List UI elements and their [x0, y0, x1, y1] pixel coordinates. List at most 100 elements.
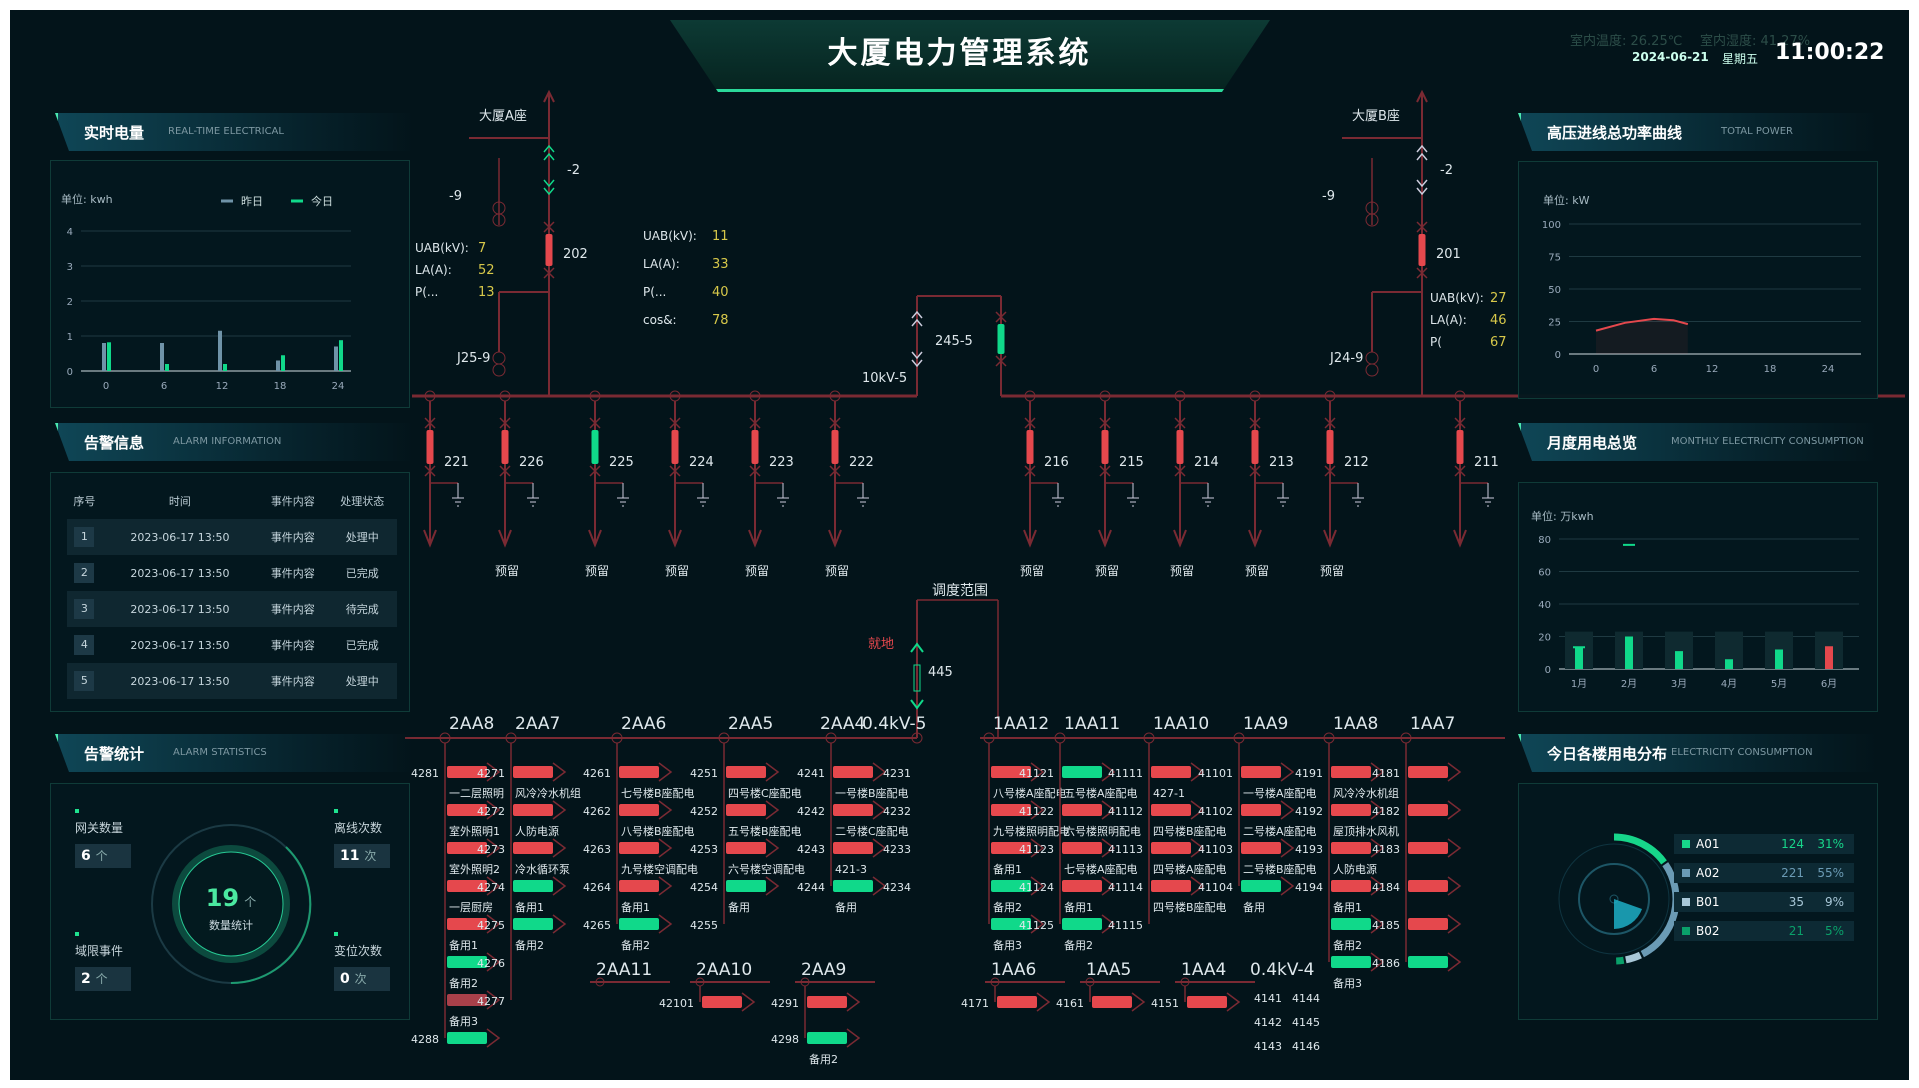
low-feeder-no: 4274 [477, 881, 505, 894]
gauge-segment-B02 [1615, 956, 1625, 965]
pt-icon [492, 213, 506, 227]
pt-label: -9 [449, 189, 462, 204]
x-tick-label: 3月 [1671, 678, 1687, 690]
ground-icon [1127, 483, 1139, 507]
low-feeder-name: 备用 [835, 900, 857, 914]
low-feeder-switch [447, 956, 487, 968]
low-feeder-no: 4193 [1295, 843, 1323, 856]
low-bus-label: 2AA7 [515, 714, 560, 734]
measure-value: 33 [712, 257, 729, 272]
measure-label: cos&: [643, 313, 677, 327]
limit-label: 域限事件 [75, 944, 124, 958]
low-feeder-switch [447, 804, 487, 816]
row-event: 事件内容 [258, 663, 328, 699]
building-name: A01 [1696, 837, 1720, 851]
row-index: 5 [74, 671, 95, 691]
low-feeder-name: 二号楼B座配电 [1243, 862, 1317, 876]
low-feeder-no: 4233 [883, 843, 911, 856]
x-tick-label: 6月 [1821, 678, 1837, 690]
switch-cross-icon [749, 417, 761, 477]
low-feeder-switch [1062, 766, 1102, 778]
low-feeder-switch [1408, 766, 1448, 778]
feeder-label: 215 [1119, 455, 1144, 470]
measure-label: LA(A): [643, 257, 680, 271]
switch-cross-icon [1249, 417, 1261, 477]
panel-subtitle: TOTAL POWER [1721, 126, 1793, 137]
legend-swatch [1682, 869, 1690, 877]
arrow-right-icon [552, 876, 567, 896]
switch-cross-icon [669, 417, 681, 477]
row-status: 已完成 [345, 639, 379, 652]
low-feeder-no: 41103 [1198, 843, 1233, 856]
low-feeder-switch [1241, 842, 1281, 854]
low-feeder-no: 4242 [797, 805, 825, 818]
low-feeder-switch [1151, 766, 1191, 778]
low-feeder-name: 备用1 [1333, 900, 1362, 914]
building-value: 221 [1781, 866, 1804, 880]
arrow-right-icon [1101, 876, 1116, 896]
low-feeder-switch [1331, 804, 1371, 816]
gauge-ring [1558, 843, 1670, 955]
low-feeder-switch [991, 842, 1031, 854]
bar-今日-0 [107, 342, 111, 371]
bar-1月 [1575, 647, 1583, 669]
pt-label: -9 [1322, 189, 1335, 204]
total-ring-icon [151, 824, 312, 985]
low-feeder-no: 4262 [583, 805, 611, 818]
x-tick-label: 0 [1593, 364, 1599, 375]
ground-icon [1482, 483, 1494, 507]
feeder-breaker-221 [426, 430, 434, 464]
arrow-down-icon [1323, 529, 1337, 548]
building-percent: 31% [1817, 837, 1844, 851]
x-tick-label: 24 [332, 381, 345, 392]
col-time: 时间 [168, 495, 191, 508]
bar-今日-12 [223, 364, 227, 371]
y-tick-label: 20 [1538, 633, 1551, 644]
low-feeder-name: 四号楼A座配电 [1153, 862, 1227, 876]
low-feeder-switch [833, 804, 873, 816]
incoming-name: 大厦B座 [1352, 109, 1400, 124]
arrow-right-icon [1030, 914, 1045, 934]
low-feeder-name: 九号楼照明配电 [993, 824, 1070, 838]
low-bus-label: 2AA4 [820, 714, 865, 734]
low-feeder-no: 41102 [1198, 805, 1233, 818]
arrow-right-icon [1030, 800, 1045, 820]
low-feeder-switch [1241, 766, 1281, 778]
low-feeder-no: 4265 [583, 919, 611, 932]
low-feeder-no: 4145 [1292, 1016, 1320, 1029]
low-bus-label: 1AA10 [1153, 714, 1209, 734]
low-feeder-no: 4254 [690, 881, 718, 894]
low-feeder-name: 备用2 [993, 900, 1022, 914]
scope-label: 调度范围 [932, 582, 988, 599]
measure-label: P( [1430, 335, 1442, 349]
panel-title: 实时电量 [84, 124, 145, 142]
low-feeder-switch [1331, 956, 1371, 968]
feeder-output: 预留 [1170, 564, 1194, 578]
bar-4月 [1725, 659, 1733, 669]
feeder-label: 221 [444, 455, 469, 470]
row-status: 处理中 [327, 663, 397, 699]
arrow-right-icon [1190, 800, 1205, 820]
arrow-right-icon [765, 876, 780, 896]
pt-icon [492, 351, 506, 365]
low-feeder-switch [447, 842, 487, 854]
arrow-down-icon [828, 529, 842, 548]
arrow-right-icon [1036, 992, 1051, 1012]
low-feeder-name: 四号楼C座配电 [728, 786, 802, 800]
low-feeder-switch [1062, 804, 1102, 816]
unit-label: 单位: 万kwh [1531, 510, 1594, 523]
low-feeder-switch [1331, 880, 1371, 892]
low-feeder-name: 一号楼B座配电 [835, 786, 909, 800]
low-feeder-switch [1241, 804, 1281, 816]
feeder-output: 预留 [1020, 564, 1044, 578]
low-feeder-no: 4291 [771, 997, 799, 1010]
low-feeder-no: 4231 [883, 767, 911, 780]
